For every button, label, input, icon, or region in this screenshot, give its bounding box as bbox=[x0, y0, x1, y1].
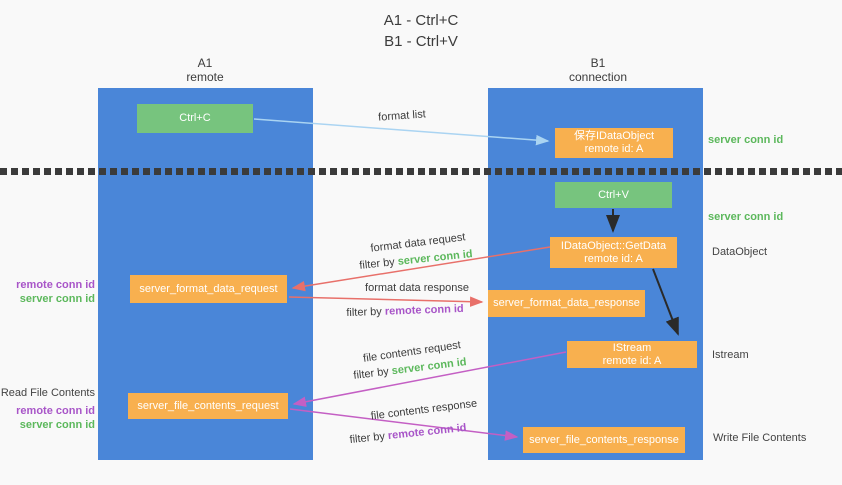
ctrl-c-label: Ctrl+C bbox=[179, 112, 211, 124]
getdata-line1: IDataObject::GetData bbox=[560, 239, 667, 252]
server-file-contents-request-label: server_file_contents_request bbox=[137, 399, 279, 412]
title-line-1: A1 - Ctrl+C bbox=[383, 12, 459, 29]
arrow-file-contents-request bbox=[292, 351, 567, 407]
istream-box: IStream remote id: A bbox=[567, 341, 697, 368]
file-request-annotations: Read File Contents remote conn id server… bbox=[0, 386, 95, 432]
istream-line2: remote id: A bbox=[602, 354, 662, 367]
server-format-data-request-label: server_format_data_request bbox=[139, 282, 278, 295]
server-conn-id-annotation: server conn id bbox=[19, 293, 95, 305]
arrow-format-data-response bbox=[288, 296, 484, 307]
format-request-conn-ids: remote conn id server conn id bbox=[0, 278, 95, 306]
title-line-2: B1 - Ctrl+V bbox=[384, 33, 458, 50]
server-conn-id-annotation: server conn id bbox=[19, 419, 95, 431]
arrow-file-contents-response bbox=[289, 408, 519, 441]
server-format-data-response-label: server_format_data_response bbox=[493, 297, 640, 309]
ctrl-v-box: Ctrl+V bbox=[555, 182, 672, 208]
ctrl-v-label: Ctrl+V bbox=[598, 188, 629, 201]
column-header-a1: A1 remote bbox=[145, 56, 265, 84]
istream-line1: IStream bbox=[612, 341, 652, 354]
filter-by-text: filter by bbox=[346, 305, 386, 320]
arrow-format-data-request bbox=[291, 246, 551, 292]
ctrl-c-box: Ctrl+C bbox=[137, 104, 253, 133]
column-b1-subtitle: connection bbox=[568, 70, 628, 84]
arrow-format-list bbox=[253, 118, 550, 146]
remote-conn-id-annotation: remote conn id bbox=[16, 405, 95, 417]
getdata-line2: remote id: A bbox=[584, 252, 643, 265]
format-data-response-label: format data response bbox=[365, 282, 469, 294]
dataobject-annotation: DataObject bbox=[712, 246, 768, 258]
istream-annotation: Istream bbox=[712, 349, 749, 361]
remote-conn-id-annotation: remote conn id bbox=[16, 279, 95, 291]
read-file-contents-annotation: Read File Contents bbox=[0, 387, 95, 399]
column-b1-name: B1 bbox=[590, 56, 606, 70]
save-idataobject-line1: 保存IDataObject bbox=[573, 130, 655, 142]
column-a1-name: A1 bbox=[197, 56, 213, 70]
write-file-contents-annotation: Write File Contents bbox=[713, 432, 807, 444]
server-format-data-request-box: server_format_data_request bbox=[130, 275, 287, 303]
server-file-contents-response-box: server_file_contents_response bbox=[523, 427, 685, 453]
idataobject-getdata-box: IDataObject::GetData remote id: A bbox=[550, 237, 677, 268]
server-conn-id-annotation-ctrlv: server conn id bbox=[708, 211, 784, 223]
diagram-title: A1 - Ctrl+C B1 - Ctrl+V bbox=[0, 10, 842, 52]
column-header-b1: B1 connection bbox=[538, 56, 658, 84]
server-file-contents-request-box: server_file_contents_request bbox=[128, 393, 288, 419]
copy-paste-divider-line bbox=[0, 168, 842, 175]
column-a1-subtitle: remote bbox=[186, 70, 224, 84]
server-format-data-response-box: server_format_data_response bbox=[488, 290, 645, 317]
save-idataobject-line2: remote id: A bbox=[584, 143, 644, 155]
server-conn-id-annotation-top: server conn id bbox=[708, 134, 784, 146]
save-idataobject-box: 保存IDataObject remote id: A bbox=[555, 128, 673, 158]
arrow-getdata-to-istream bbox=[652, 268, 679, 336]
server-file-contents-response-label: server_file_contents_response bbox=[529, 433, 679, 446]
